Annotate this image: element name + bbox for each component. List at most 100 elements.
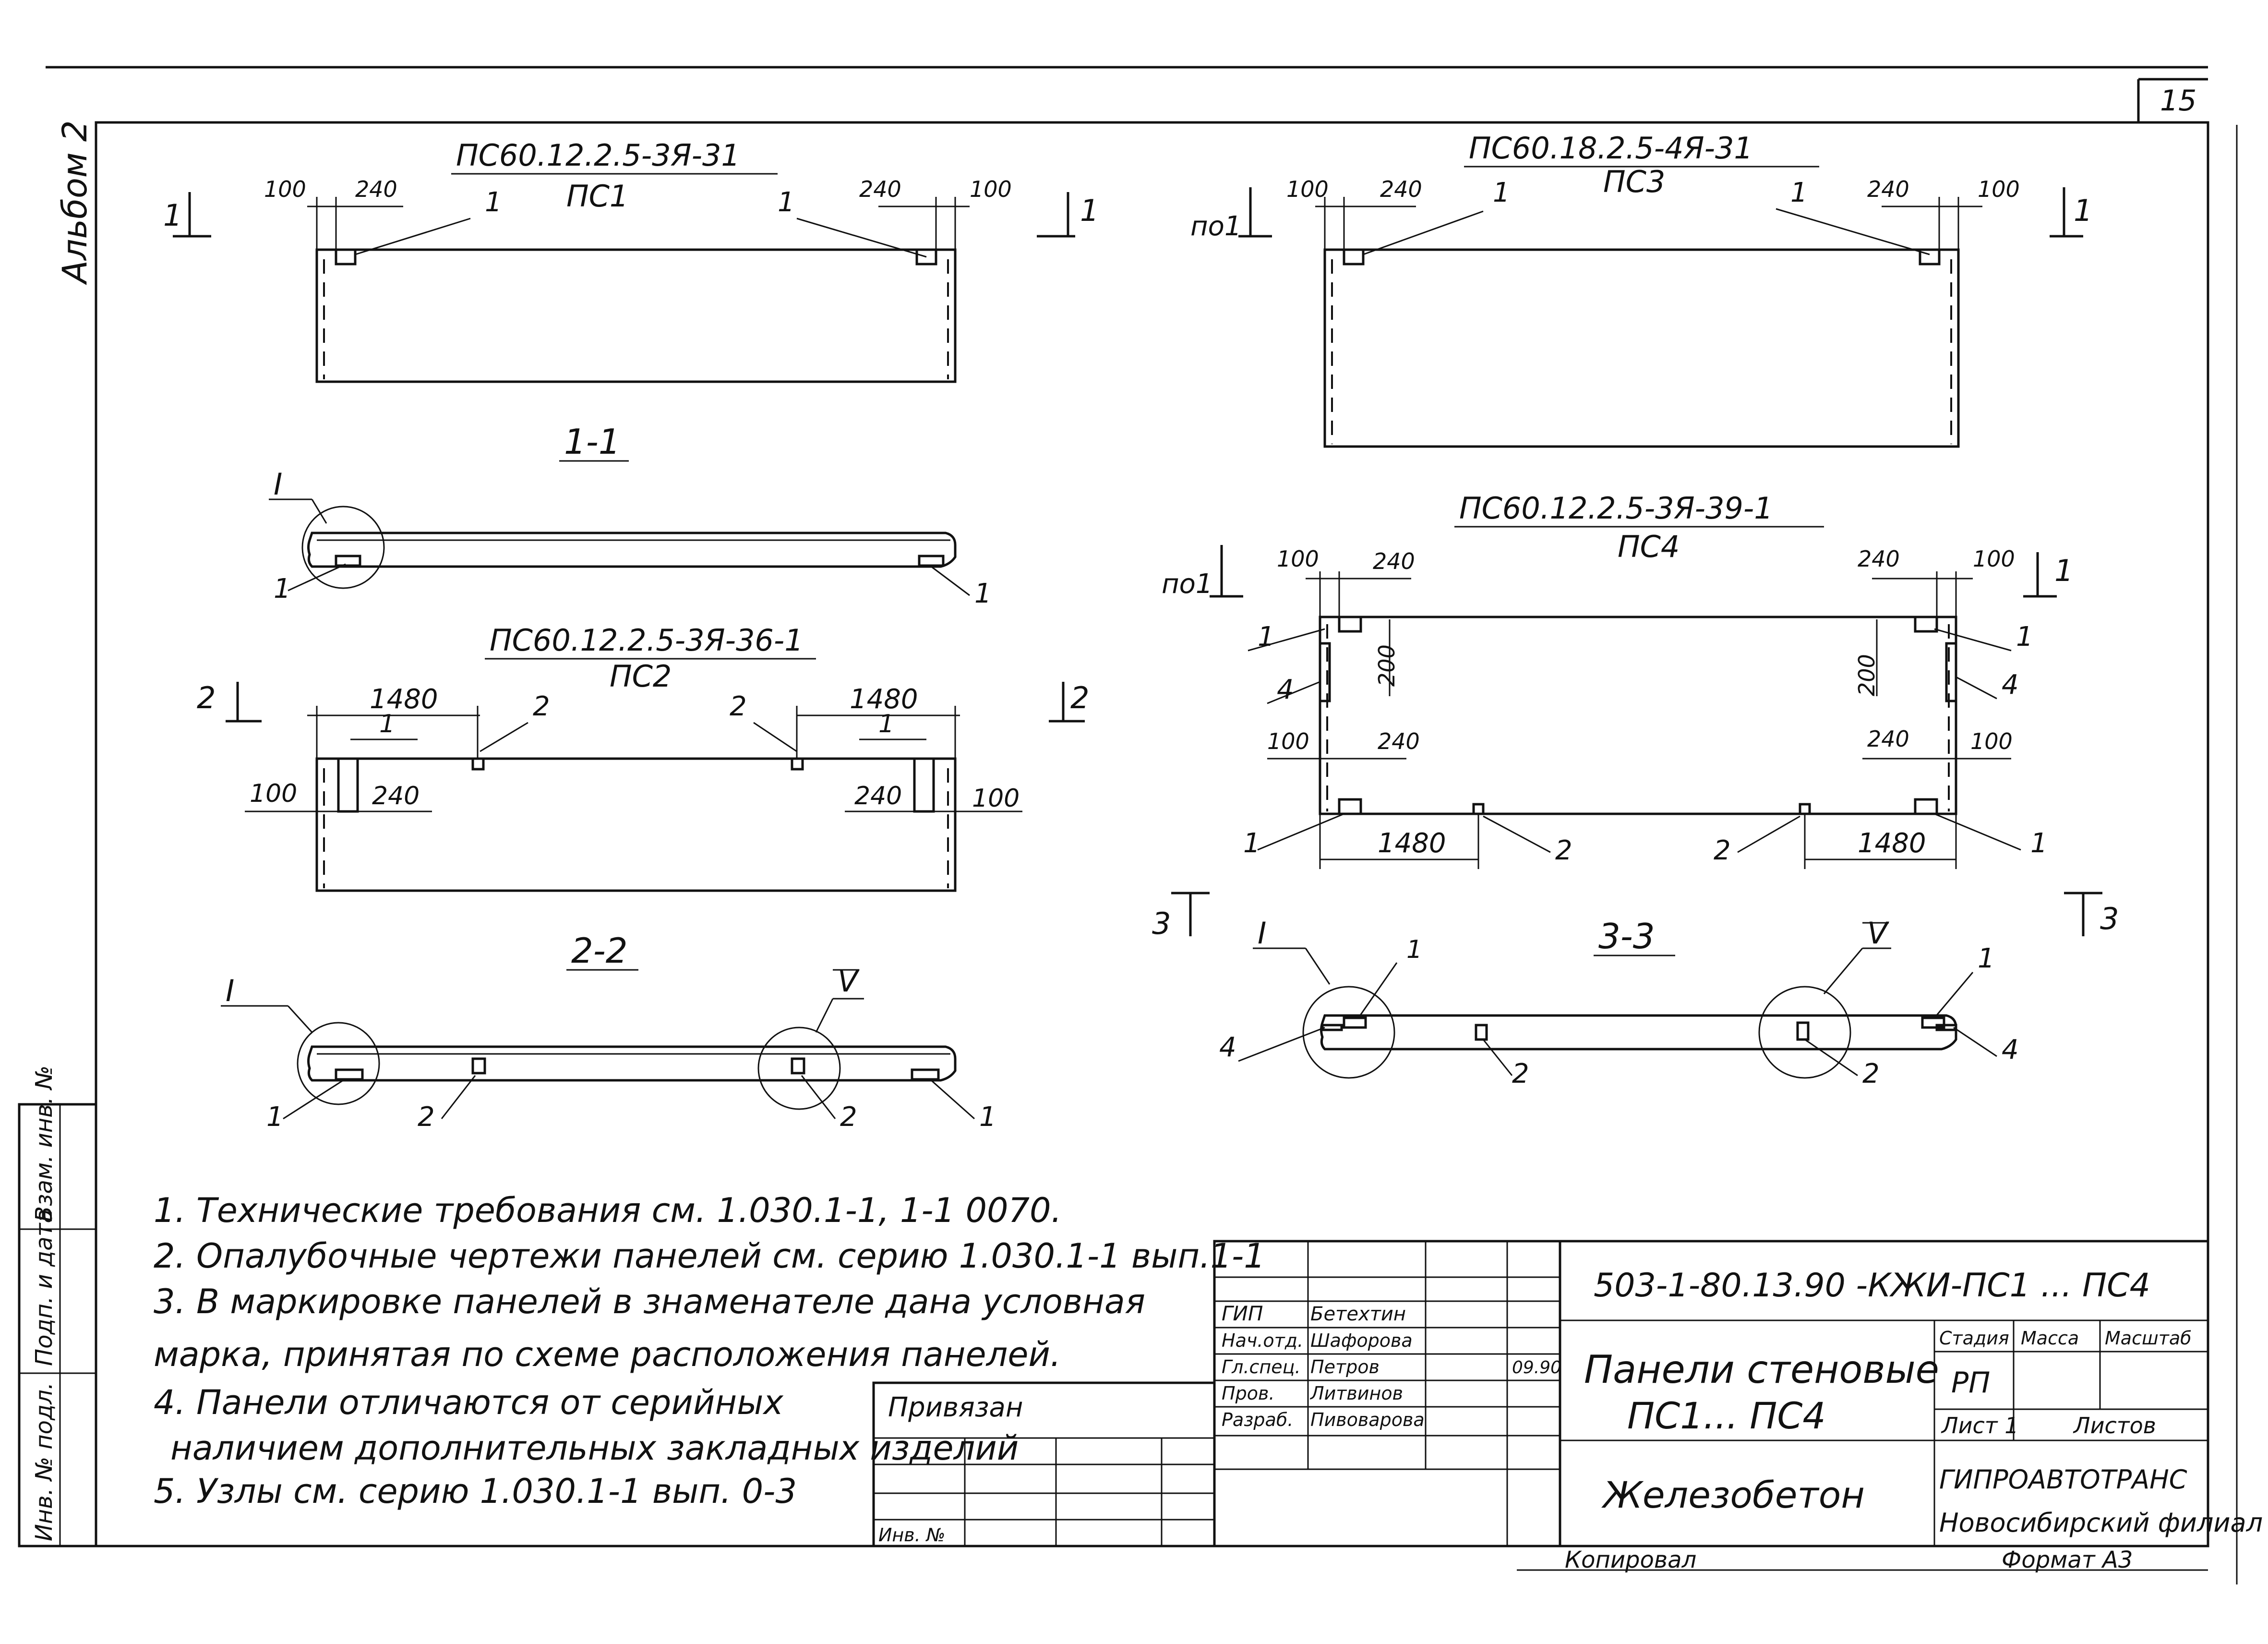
section-2-2-pos-1-left: 1 — [266, 1101, 284, 1133]
section-3-3-pos-2-right: 2 — [1862, 1058, 1880, 1089]
pc2-embed-1-right — [913, 757, 935, 813]
pc2-cut-right-label: 2 — [1070, 680, 1089, 715]
pc2-leader-2-left — [480, 722, 528, 752]
pc2-short: ПС2 — [610, 659, 672, 694]
main-stamp — [1559, 1240, 2209, 1547]
pc3-leader-left — [1363, 210, 1484, 255]
pc4-pos-4-left: 4 — [1277, 674, 1294, 705]
signer-name-5: Пивоварова — [1310, 1409, 1425, 1430]
org-line-2: Новосибирский филиал — [1939, 1508, 2263, 1538]
pc4-leader-4-left — [1267, 681, 1320, 704]
material: Железобетон — [1601, 1474, 1865, 1516]
side-label-vzam: Взам. инв. № — [31, 1065, 58, 1222]
stage-value: РП — [1951, 1366, 1990, 1400]
copied-label: Копировал — [1565, 1547, 1696, 1573]
section-1-1-embed-left — [335, 555, 361, 567]
section-3-3-embed-2-right — [1796, 1021, 1810, 1041]
signer-role-3: Гл.спец. — [1222, 1356, 1301, 1378]
pc2-embed-2-right — [791, 757, 804, 771]
note-3: 3. В маркировке панелей в знаменателе да… — [154, 1282, 1145, 1321]
pc4-embed-1-br — [1914, 798, 1938, 815]
section-2-2-node-v: V — [838, 964, 860, 999]
pc2-cut-left-label: 2 — [197, 680, 216, 715]
format-label: Формат А3 — [2002, 1547, 2133, 1573]
pc4-pos-1-bl: 1 — [1243, 828, 1260, 859]
section-1-1-profile — [307, 532, 957, 568]
title-line-1: Панели стеновые — [1584, 1347, 1939, 1392]
section-1-1-embed-right — [918, 555, 945, 567]
sign-date: 09.90 — [1512, 1358, 1561, 1378]
section-3-3-cut-left-label: 3 — [1152, 906, 1171, 941]
pc4-pos-2-left: 2 — [1555, 835, 1572, 866]
pc4-leader-1-tl — [1248, 628, 1325, 652]
sheets-label: Листов — [2073, 1413, 2156, 1438]
side-stamp — [18, 1103, 97, 1547]
pc2-panel — [315, 757, 957, 892]
pc4-dim-1480-left: 1480 — [1378, 828, 1446, 859]
section-3-3-pos-4-right: 4 — [2002, 1034, 2019, 1065]
pc4-dim-240-br: 240 — [1867, 726, 1909, 752]
section-3-3-node-i: I — [1258, 916, 1266, 951]
section-3-3-cut-right-label: 3 — [2100, 901, 2119, 936]
mass-label: Масса — [2021, 1328, 2079, 1349]
note-2: 2. Опалубочные чертежи панелей см. серию… — [154, 1236, 1265, 1276]
album-label: Альбом 2 — [55, 121, 95, 285]
section-1-1-node-leader2 — [311, 499, 327, 524]
pc4-pos-4-right: 4 — [2002, 669, 2019, 701]
pc3-pos-right: 1 — [1790, 177, 1808, 208]
section-1-1-leader-left — [288, 563, 346, 592]
section-2-2-embed-2-left — [471, 1057, 486, 1075]
pc1-short: ПС1 — [566, 179, 628, 214]
scale-label: Масштаб — [2105, 1328, 2192, 1349]
note-3-cont: марка, принятая по схеме расположения па… — [154, 1335, 1061, 1374]
pc4-embed-1-tr — [1914, 616, 1938, 633]
section-3-3-node-v-leader2 — [1823, 948, 1863, 994]
pc4-leader-2-left — [1483, 815, 1551, 853]
pc1-panel — [315, 248, 957, 383]
section-3-3-leader-1-right — [1933, 972, 1974, 1018]
section-2-2-node-i-circle — [297, 1022, 380, 1105]
note-5: 5. Узлы см. серию 1.030.1-1 вып. 0-3 — [154, 1472, 797, 1511]
pc4-leader-1-bl — [1257, 813, 1344, 851]
pc4-pos-1-tr: 1 — [2016, 621, 2033, 653]
pc4-dim-240-bl: 240 — [1378, 728, 1420, 754]
pc2-embed-1-left — [337, 757, 359, 813]
pc3-short: ПС3 — [1603, 164, 1665, 199]
pc1-cut-right-label: 1 — [1080, 193, 1099, 228]
section-3-3-title: 3-3 — [1598, 916, 1655, 956]
section-1-1-node-circle — [301, 506, 385, 589]
pc3-pos-left: 1 — [1493, 177, 1510, 208]
pc1-leader-right — [796, 218, 927, 258]
pc2-embed-2-left — [471, 757, 485, 771]
section-3-3-embed-1-right — [1921, 1016, 1945, 1029]
section-2-2-node-i: I — [226, 973, 234, 1008]
pc2-dim-100-left: 100 — [250, 779, 297, 808]
pc1-mark: ПС60.12.2.5-3Я-31 — [456, 138, 740, 173]
title-line-2: ПС1... ПС4 — [1627, 1394, 1826, 1437]
pc3-cut-left-label: по1 — [1190, 211, 1242, 242]
pc4-mark: ПС60.12.2.5-3Я-39-1 — [1459, 491, 1773, 526]
pc2-dim-1480-right: 1480 — [850, 684, 918, 715]
pc4-dim-100-tr: 100 — [1973, 546, 2015, 572]
privyazan-label: Привязан — [888, 1392, 1023, 1423]
org-line-1: ГИПРОАВТОТРАНС — [1939, 1464, 2187, 1495]
section-3-3-node-v-circle — [1758, 986, 1851, 1079]
pc1-dim-240-left: 240 — [355, 176, 397, 202]
section-3-3-node-v: V — [1867, 916, 1890, 951]
section-2-2-leader-2-right — [801, 1075, 836, 1119]
section-3-3-leader-2-left — [1482, 1039, 1513, 1076]
pc4-embed-4-right — [1945, 642, 1957, 702]
pc1-embed-right — [915, 248, 937, 266]
section-2-2-profile — [307, 1045, 957, 1082]
pc4-pos-2-right: 2 — [1714, 835, 1731, 866]
section-2-2-node-v-leader2 — [815, 998, 834, 1033]
section-2-2-pos-1-right: 1 — [979, 1101, 996, 1133]
section-3-3-embed-1-left — [1343, 1016, 1367, 1029]
section-2-2-embed-2-right — [791, 1057, 805, 1075]
pc2-dim-240-right: 240 — [854, 782, 902, 810]
side-label-podp: Подп. и дата — [31, 1209, 58, 1366]
section-3-3-pos-1-right: 1 — [1978, 943, 1995, 974]
section-1-1-pos-right: 1 — [974, 578, 992, 609]
section-1-1-title: 1-1 — [564, 422, 621, 462]
section-2-2-title: 2-2 — [571, 931, 628, 971]
